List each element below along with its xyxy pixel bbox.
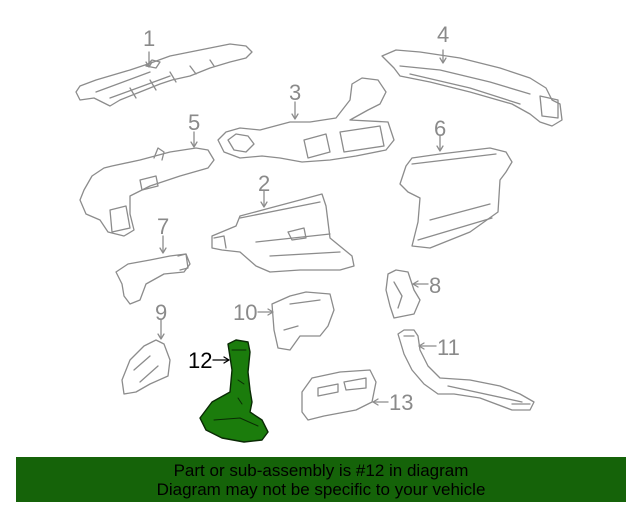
part-3-center-duct[interactable] — [217, 77, 395, 163]
part-8-bracket[interactable] — [385, 269, 421, 319]
part-11-rear-duct[interactable] — [397, 329, 535, 411]
part-5-left-duct[interactable] — [79, 147, 215, 237]
parts-diagram — [75, 43, 563, 443]
callout-7[interactable]: 7 — [157, 214, 170, 239]
callout-9[interactable]: 9 — [155, 300, 168, 325]
callout-11[interactable]: 11 — [437, 335, 460, 360]
part-4-side-duct[interactable] — [381, 49, 563, 127]
callout-1[interactable]: 1 — [143, 26, 156, 51]
callout-8[interactable]: 8 — [429, 273, 442, 298]
callout-3[interactable]: 3 — [289, 80, 302, 105]
callout-4[interactable]: 4 — [437, 22, 450, 47]
part-9-cover[interactable] — [121, 339, 171, 395]
part-2-lower-duct[interactable] — [211, 193, 355, 273]
part-10-shroud[interactable] — [271, 291, 335, 351]
callout-12[interactable]: 12 — [188, 348, 213, 373]
part-7-small-duct[interactable] — [115, 253, 191, 305]
callout-13[interactable]: 13 — [389, 390, 414, 415]
part-13-vent[interactable] — [301, 369, 377, 421]
part-info-banner: Part or sub-assembly is #12 in diagram D… — [16, 457, 626, 502]
callout-10[interactable]: 10 — [233, 300, 258, 325]
banner-disclaimer: Diagram may not be specific to your vehi… — [156, 480, 486, 499]
banner-part-reference: Part or sub-assembly is #12 in diagram — [173, 461, 469, 480]
callout-2[interactable]: 2 — [258, 171, 271, 196]
part-12-highlighted-duct[interactable] — [199, 339, 269, 443]
part-6-box-duct[interactable] — [399, 147, 513, 249]
callout-6[interactable]: 6 — [434, 116, 447, 141]
part-1-duct-panel[interactable] — [75, 43, 253, 107]
callout-5[interactable]: 5 — [188, 110, 201, 135]
